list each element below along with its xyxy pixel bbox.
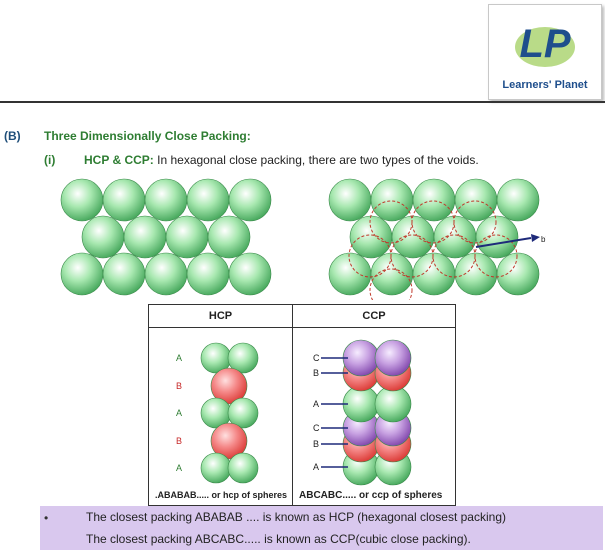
hcp-layer-label: A [176,353,182,363]
packing-sphere [207,215,251,259]
hcp-stack-diagram: A B A B A [176,342,259,484]
ccp-caption: ABCABC..... or ccp of spheres [299,490,443,501]
layer-a-sphere [374,385,412,423]
ccp-layer-label: C [313,353,320,363]
hcp-layer-label: A [176,463,182,473]
packing-sphere [412,252,456,296]
subsection-text: In hexagonal close packing, there are tw… [153,153,479,167]
packing-sphere [496,178,540,222]
packing-sphere [60,252,104,296]
packing-sphere [81,215,125,259]
summary-note [40,506,603,550]
packing-sphere [328,178,372,222]
table-header-ccp: CCP [362,310,386,322]
packing-sphere [144,178,188,222]
ccp-layer-label: C [313,423,320,433]
packing-sphere [123,215,167,259]
hcp-layer-label: B [176,381,182,391]
packing-sphere [144,252,188,296]
packing-sphere [228,252,272,296]
hcp-layer-label: B [176,436,182,446]
table-header-hcp: HCP [149,305,293,327]
packing-sphere [102,252,146,296]
packing-sphere [433,215,477,259]
packing-sphere [186,252,230,296]
hcp-layer-label: A [176,408,182,418]
subsection-title: HCP & CCP: [84,153,154,167]
note-line-hcp: The closest packing ABABAB .... is known… [86,510,506,524]
note-line-ccp: The closest packing ABCABC..... is known… [86,532,471,546]
packing-sphere [60,178,104,222]
packing-sphere [186,178,230,222]
section-label: (B) [4,129,21,143]
ccp-layer-label: A [313,462,319,472]
void-outline-sphere [474,234,518,278]
logo-name: Learners' Planet [502,79,588,91]
packing-sphere [412,178,456,222]
hcp-layer-diagram [60,178,272,296]
packing-sphere [328,252,372,296]
void-arrow-label: b' [541,235,546,244]
layer-a-sphere [227,397,259,429]
hcp-caption: .ABABAB..... or hcp of spheres [155,490,288,500]
packing-sphere [165,215,209,259]
section-title: Three Dimensionally Close Packing: [44,129,251,143]
subsection-label: (i) [44,153,56,167]
layer-c-sphere [342,339,380,377]
packing-sphere [454,178,498,222]
void-arrow-head [531,234,540,242]
layer-b-sphere [210,422,248,460]
logo-mark-text: LP [519,22,570,66]
void-outline-sphere [453,200,497,244]
packing-sphere [349,215,393,259]
packing-sphere [496,252,540,296]
layer-c-sphere [374,339,412,377]
header-rule [0,101,605,103]
ccp-layer-label: A [313,399,319,409]
ccp-layer-diagram: b' [328,178,546,300]
ccp-layer-label: B [313,368,319,378]
packing-sphere [370,252,414,296]
void-arrow-line [475,237,532,248]
layer-a-sphere [200,452,232,484]
layer-a-sphere [227,452,259,484]
void-outline-sphere [369,268,413,300]
bullet-icon: • [44,511,49,525]
ccp-layer-label: B [313,439,319,449]
learners-planet-logo: LP Learners' Planet [488,4,602,100]
lp-logo-mark: LP [515,22,575,67]
packing-sphere [454,252,498,296]
packing-sphere [228,178,272,222]
packing-sphere [102,178,146,222]
layer-a-sphere [227,342,259,374]
subsection-line: HCP & CCP: In hexagonal close packing, t… [84,153,479,167]
packing-sphere [475,215,519,259]
packing-sphere [370,178,414,222]
layer-a-sphere [342,385,380,423]
layer-b-sphere [210,367,248,405]
packing-sphere [391,215,435,259]
